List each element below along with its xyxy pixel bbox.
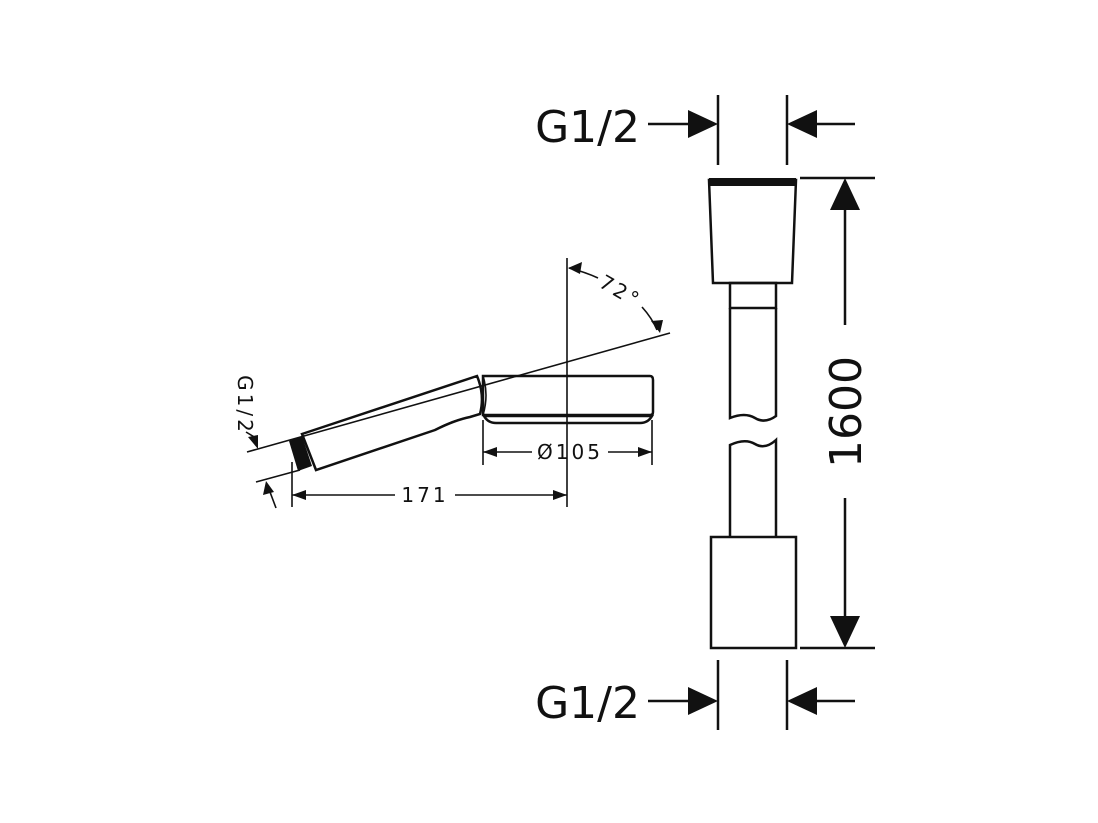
hose-upper [728, 308, 778, 422]
arrow-icon [638, 447, 652, 457]
arrow-icon [787, 687, 817, 715]
connection-nut [289, 436, 312, 471]
handle-groove [434, 416, 471, 431]
thread-label: G1/2 [233, 375, 257, 435]
top-thread-label: G1/2 [535, 102, 640, 153]
top-collar [728, 281, 778, 310]
arrow-icon [651, 320, 663, 333]
angle-label: 72° [595, 270, 645, 313]
handle-body [300, 374, 484, 472]
handle-axis-line [246, 332, 671, 453]
shower-hose: G1/2 1600 G1/2 [535, 95, 875, 730]
arrow-icon [568, 262, 582, 274]
shower-head [481, 374, 655, 417]
leader-line [245, 431, 257, 439]
arrow-icon [830, 178, 860, 210]
hose-lower [728, 437, 778, 537]
bottom-fitting [709, 535, 798, 650]
fitting-band [709, 178, 796, 186]
diameter-label: Ø105 [537, 440, 603, 464]
arrow-icon [787, 110, 817, 138]
arrow-icon [688, 687, 718, 715]
top-fitting [707, 178, 798, 285]
head-joint [482, 375, 487, 416]
length-label: 171 [401, 483, 448, 507]
arrow-icon [292, 490, 306, 500]
leader-line [269, 491, 277, 509]
shower-head-face [481, 414, 655, 425]
bottom-thread-label: G1/2 [535, 678, 640, 729]
extension-line [255, 469, 301, 483]
arrow-icon [553, 490, 567, 500]
arrow-icon [483, 447, 497, 457]
hose-length-label: 1600 [821, 356, 872, 468]
hand-shower: 171 Ø105 72° G1/2 [233, 258, 671, 509]
arrow-icon [263, 481, 274, 495]
arrow-icon [688, 110, 718, 138]
arrow-icon [830, 616, 860, 648]
angle-arc [641, 306, 658, 331]
